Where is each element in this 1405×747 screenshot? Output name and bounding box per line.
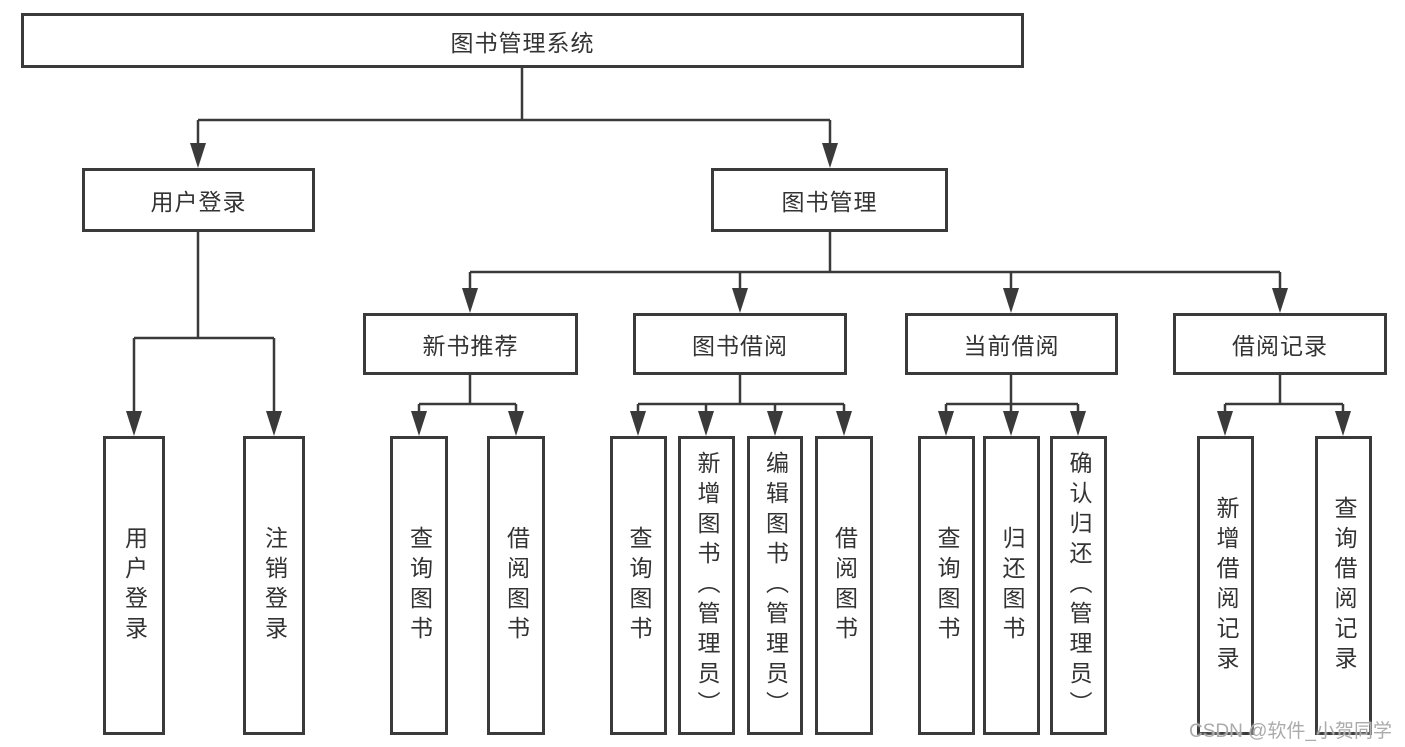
arrowhead-icon xyxy=(732,288,748,313)
arrowhead-icon xyxy=(508,411,524,436)
node-leaf-confirm-return-admin: 确认归还（管理员） xyxy=(1050,436,1107,735)
node-label: 图书管理系统 xyxy=(450,29,595,56)
node-current-borrowing: 当前借阅 xyxy=(905,313,1118,375)
arrowhead-icon xyxy=(822,143,838,168)
node-label: 当前借阅 xyxy=(963,333,1060,359)
node-borrowing-records: 借阅记录 xyxy=(1173,313,1387,375)
connector-path xyxy=(132,232,276,418)
arrowhead-icon xyxy=(836,411,852,436)
node-label: 查询图书 xyxy=(626,525,652,646)
node-label: 图书借阅 xyxy=(692,333,788,359)
connector-path xyxy=(417,375,518,418)
node-leaf-borrow-books-borrowing: 借阅图书 xyxy=(815,436,873,735)
node-label: 查询借阅记录 xyxy=(1331,495,1357,676)
node-new-book-recommend: 新书推荐 xyxy=(363,313,578,375)
node-leaf-query-books-recommend: 查询图书 xyxy=(390,436,448,735)
node-label: 查询图书 xyxy=(934,525,960,646)
node-leaf-query-books-borrowing: 查询图书 xyxy=(610,436,667,735)
node-label: 编辑图书（管理员） xyxy=(762,450,789,721)
node-label: 用户登录 xyxy=(121,525,148,646)
arrowhead-icon xyxy=(462,288,478,313)
node-label: 用户登录 xyxy=(150,189,247,215)
node-book-borrowing: 图书借阅 xyxy=(633,313,847,375)
connector-path xyxy=(468,232,1282,295)
node-label: 借阅图书 xyxy=(503,525,530,646)
arrowhead-icon xyxy=(190,143,206,168)
node-leaf-query-books-current: 查询图书 xyxy=(918,436,975,735)
node-label: 查询图书 xyxy=(406,525,433,646)
node-leaf-borrow-books-recommend: 借阅图书 xyxy=(487,436,545,735)
arrowhead-icon xyxy=(1003,288,1019,313)
node-library-management-system: 图书管理系统 xyxy=(21,13,1024,68)
arrowhead-icon xyxy=(1217,411,1233,436)
node-label: 确认归还（管理员） xyxy=(1066,450,1092,721)
node-leaf-add-borrow-record: 新增借阅记录 xyxy=(1197,436,1254,735)
arrowhead-icon xyxy=(938,411,954,436)
arrowhead-icon xyxy=(1070,411,1086,436)
node-book-management: 图书管理 xyxy=(711,168,948,232)
node-leaf-user-login: 用户登录 xyxy=(103,436,165,735)
node-label: 借阅图书 xyxy=(831,525,858,646)
node-leaf-return-books: 归还图书 xyxy=(983,436,1040,735)
node-leaf-add-books-admin: 新增图书（管理员） xyxy=(678,436,735,735)
node-label: 新增借阅记录 xyxy=(1213,495,1239,676)
node-leaf-edit-books-admin: 编辑图书（管理员） xyxy=(747,436,803,735)
arrowhead-icon xyxy=(1272,288,1288,313)
arrowhead-icon xyxy=(126,411,142,436)
connector-path xyxy=(1223,375,1345,418)
node-label: 注销登录 xyxy=(261,525,288,646)
arrowhead-icon xyxy=(698,411,714,436)
node-label: 新书推荐 xyxy=(422,333,519,359)
arrowhead-icon xyxy=(767,411,783,436)
node-leaf-query-borrow-record: 查询借阅记录 xyxy=(1315,436,1372,735)
arrowhead-icon xyxy=(1003,411,1019,436)
node-label: 新增图书（管理员） xyxy=(694,450,720,721)
node-label: 归还图书 xyxy=(999,525,1025,646)
node-leaf-logout-login: 注销登录 xyxy=(243,436,305,735)
node-user-login: 用户登录 xyxy=(82,168,315,232)
arrowhead-icon xyxy=(1335,411,1351,436)
watermark: CSDN @软件_小贺同学 xyxy=(1189,721,1392,742)
node-label: 借阅记录 xyxy=(1232,333,1328,359)
arrowhead-icon xyxy=(630,411,646,436)
arrowhead-icon xyxy=(266,411,282,436)
node-label: 图书管理 xyxy=(781,189,878,215)
arrowhead-icon xyxy=(411,411,427,436)
connector-path xyxy=(196,68,832,150)
